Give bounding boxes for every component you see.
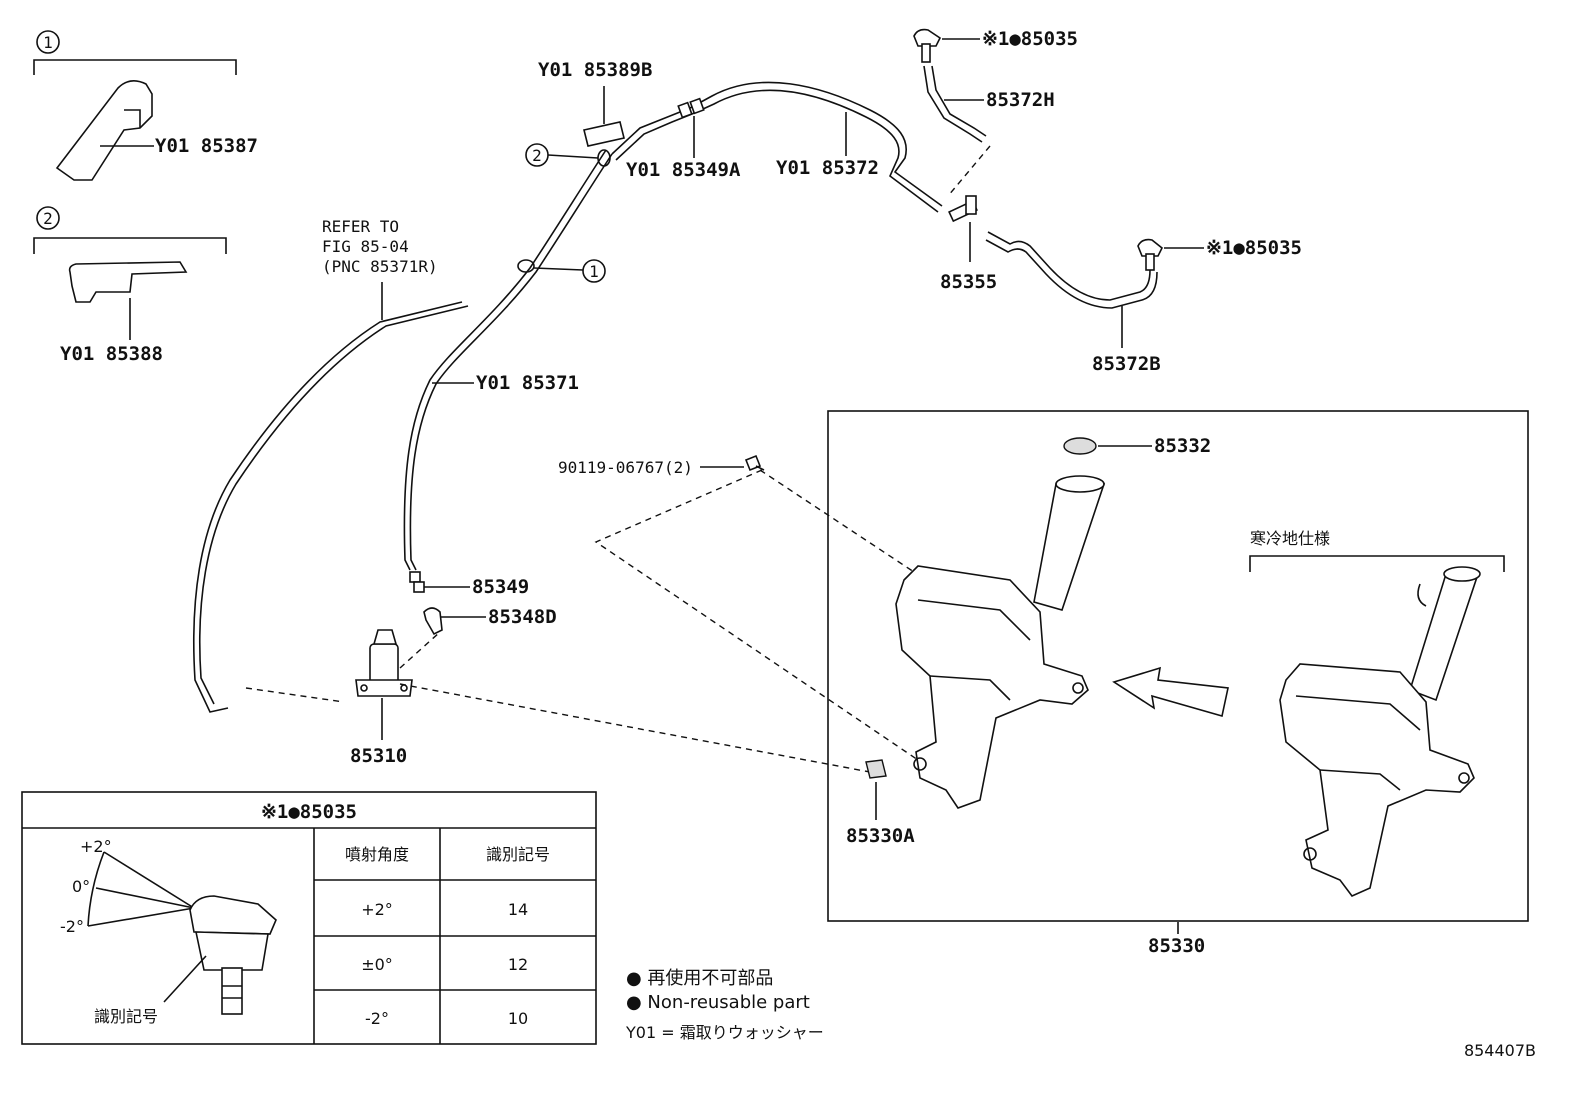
label-85330: 85330	[1148, 935, 1205, 957]
label-85355: 85355	[940, 271, 997, 293]
elbow-85348d	[423, 607, 443, 636]
label-85330a: 85330A	[846, 825, 915, 847]
callout-1-hose-label: 1	[589, 262, 599, 281]
refer-line-3: (PNC 85371R)	[322, 257, 438, 276]
angle-minus-label: -2°	[60, 917, 84, 936]
refer-note: REFER TO FIG 85-04 (PNC 85371R)	[322, 217, 438, 320]
callout-2-label: 2	[43, 209, 53, 228]
connector-85349	[409, 571, 425, 593]
id-mark-label: 識別記号	[94, 1007, 158, 1026]
label-85371: Y01 85371	[476, 372, 579, 394]
nozzle-right-85035	[1137, 238, 1164, 271]
hose-85372	[611, 81, 943, 207]
refer-line-1: REFER TO	[322, 217, 399, 236]
hose-clip-85388	[68, 261, 188, 303]
connector-85349a	[677, 97, 705, 119]
label-85332: 85332	[1154, 435, 1211, 457]
nozzle-illustration-icon	[189, 895, 277, 1015]
callout-1-label: 1	[43, 33, 53, 52]
table-row-angle: -2°	[365, 1009, 389, 1028]
nozzle-angle-table: ※1●85035 噴射角度 識別記号 +2° 14 ±0° 12 -2° 10 …	[21, 791, 597, 1045]
arrow-icon	[1112, 666, 1229, 718]
pump-85310	[355, 629, 413, 697]
detail-2-group: 2 Y01 85388	[33, 206, 227, 365]
label-85310: 85310	[350, 745, 407, 767]
callout-circle-2	[36, 206, 60, 230]
cap-85332	[1063, 437, 1097, 455]
label-85372: Y01 85372	[776, 157, 879, 179]
angle-plus-label: +2°	[80, 837, 112, 856]
angle-zero-label: 0°	[72, 877, 90, 896]
table-row-angle: ±0°	[361, 955, 393, 974]
sleeve-85389b	[583, 121, 625, 147]
table-row-id: 10	[508, 1009, 528, 1028]
tank-main	[895, 475, 1106, 809]
label-85389b: Y01 85389B	[538, 59, 652, 81]
table-header-angle: 噴射角度	[345, 845, 409, 864]
label-85388: Y01 85388	[60, 343, 163, 365]
refer-line-2: FIG 85-04	[322, 237, 409, 256]
hose-clip-85387	[55, 80, 153, 181]
table-row-id: 14	[508, 900, 528, 919]
hose-85372b	[987, 231, 1151, 301]
detail-2-bracket	[33, 237, 227, 254]
label-85387: Y01 85387	[155, 135, 258, 157]
label-85035-right: ※1●85035	[1206, 237, 1302, 259]
figure-id: 854407B	[1464, 1041, 1536, 1060]
callout-circle-1-hose	[582, 259, 606, 283]
bolt-90119	[744, 454, 765, 472]
hose-85372h	[923, 65, 983, 143]
table-row-angle: +2°	[361, 900, 393, 919]
label-90119: 90119-06767(2)	[558, 458, 693, 477]
detail-1-bracket	[33, 59, 237, 75]
table-header-id: 識別記号	[486, 845, 550, 864]
legend-non-reusable-jp: ● 再使用不可部品	[626, 968, 773, 989]
label-cold-spec: 寒冷地仕様	[1250, 529, 1330, 548]
detail-1-group: 1 Y01 85387	[33, 30, 258, 181]
callout-2-hose-label: 2	[532, 146, 542, 165]
hose-85371	[403, 149, 607, 571]
callout-circle-1	[36, 30, 60, 54]
label-85372h: 85372H	[986, 89, 1055, 111]
label-85348d: 85348D	[488, 606, 557, 628]
connector-85355	[948, 195, 978, 223]
clip-1-on-hose	[517, 259, 535, 273]
clip-2-on-hose	[597, 149, 611, 167]
tank-cold-spec	[1279, 566, 1481, 897]
label-85349: 85349	[472, 576, 529, 598]
grommet-85330a	[865, 759, 887, 779]
legend-non-reusable-en: ● Non-reusable part	[626, 992, 810, 1013]
nozzle-top-85035	[913, 28, 942, 63]
table-title: ※1●85035	[261, 801, 357, 823]
hose-85371r	[193, 301, 463, 713]
table-row-id: 12	[508, 955, 528, 974]
label-85349a: Y01 85349A	[626, 159, 741, 181]
label-85035-top: ※1●85035	[982, 28, 1078, 50]
reservoir-box	[827, 410, 1529, 922]
label-85372b: 85372B	[1092, 353, 1161, 375]
legend-y01-note: Y01 = 霜取りウォッシャー	[625, 1023, 824, 1042]
cold-spec-bracket	[1249, 555, 1505, 572]
